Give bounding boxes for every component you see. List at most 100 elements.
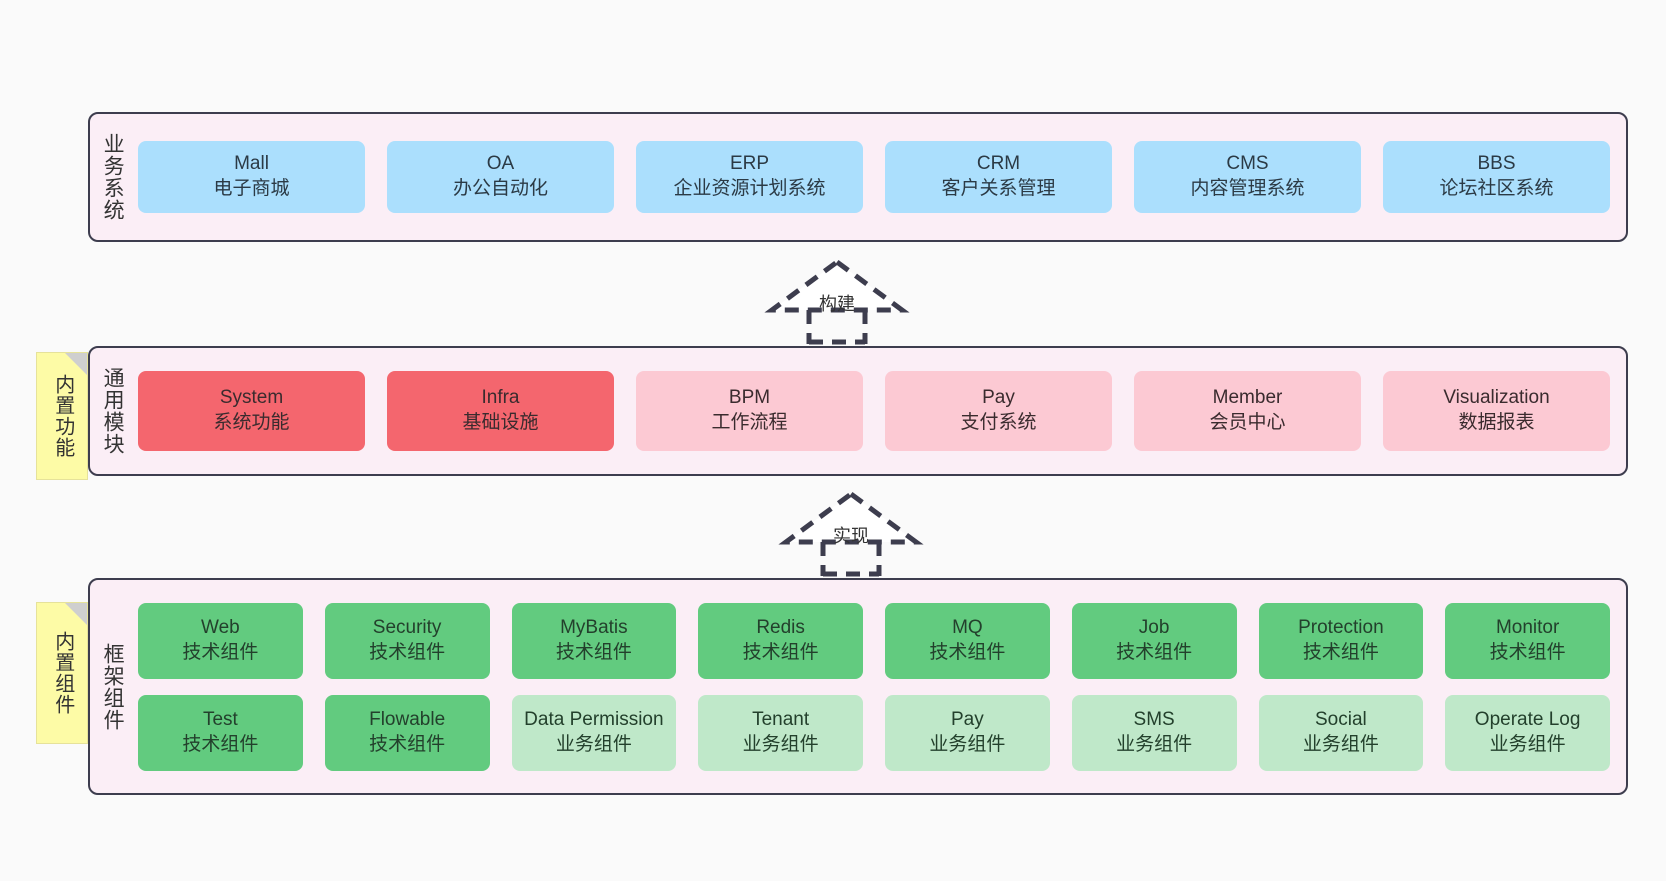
node-web-name: Web	[201, 616, 240, 638]
connector-realize: 实现	[766, 490, 936, 577]
sticky-note-builtin-components: 内置组件	[36, 602, 88, 744]
node-redis-desc: 技术组件	[742, 641, 819, 663]
node-social[interactable]: Social 业务组件	[1258, 694, 1424, 771]
node-system-name: System	[219, 387, 284, 409]
node-mq[interactable]: MQ 技术组件	[885, 602, 1050, 679]
node-web-desc: 技术组件	[182, 641, 259, 663]
layer-framework-components: 框架组件 Web 技术组件 Security 技术组件 MyBatis 技术组件…	[88, 578, 1628, 795]
node-pay-component[interactable]: Pay 业务组件	[885, 694, 1050, 771]
node-operate-log[interactable]: Operate Log 业务组件	[1445, 694, 1610, 771]
layer-framework-components-label: 框架组件	[101, 642, 125, 731]
common-modules-row: System 系统功能 Infra 基础设施 BPM 工作流程 Pay 支付系统…	[138, 371, 1610, 451]
node-sms[interactable]: SMS 业务组件	[1071, 694, 1237, 771]
node-test[interactable]: Test 技术组件	[138, 694, 303, 771]
node-erp[interactable]: ERP 企业资源计划系统	[636, 141, 863, 213]
node-pay-component-desc: 业务组件	[929, 733, 1006, 755]
connector-realize-label: 实现	[833, 526, 869, 546]
node-erp-name: ERP	[729, 153, 770, 175]
layer-common-modules: 通用模块 System 系统功能 Infra 基础设施 BPM 工作流程 Pay	[88, 346, 1628, 476]
node-monitor-name: Monitor	[1495, 616, 1560, 638]
node-tenant-desc: 业务组件	[742, 733, 819, 755]
node-cms[interactable]: CMS 内容管理系统	[1134, 141, 1361, 213]
node-visualization-name: Visualization	[1443, 387, 1550, 409]
layer-framework-components-body: Web 技术组件 Security 技术组件 MyBatis 技术组件 Redi…	[134, 580, 1626, 793]
node-mall-name: Mall	[234, 153, 269, 175]
node-crm-desc: 客户关系管理	[941, 178, 1056, 199]
node-protection-desc: 技术组件	[1302, 641, 1379, 663]
node-member-name: Member	[1212, 387, 1283, 409]
node-security[interactable]: Security 技术组件	[324, 602, 490, 679]
node-data-permission[interactable]: Data Permission 业务组件	[511, 694, 677, 771]
sticky-fold-icon	[65, 353, 87, 375]
node-oa-desc: 办公自动化	[452, 178, 548, 199]
node-infra-desc: 基础设施	[462, 412, 539, 433]
node-test-desc: 技术组件	[182, 733, 259, 755]
node-job[interactable]: Job 技术组件	[1071, 602, 1237, 679]
connector-build: 构建	[752, 258, 922, 345]
generalization-arrowhead-build	[764, 258, 910, 313]
node-job-desc: 技术组件	[1116, 641, 1193, 663]
layer-business-systems-label: 业务系统	[101, 133, 125, 221]
node-protection-name: Protection	[1298, 616, 1384, 638]
node-sms-name: SMS	[1133, 708, 1175, 730]
node-redis[interactable]: Redis 技术组件	[698, 602, 863, 679]
node-protection[interactable]: Protection 技术组件	[1258, 602, 1424, 679]
node-cms-desc: 内容管理系统	[1190, 178, 1305, 199]
node-social-name: Social	[1315, 708, 1367, 730]
node-cms-name: CMS	[1226, 153, 1269, 175]
node-bbs[interactable]: BBS 论坛社区系统	[1383, 141, 1610, 213]
node-mybatis[interactable]: MyBatis 技术组件	[511, 602, 677, 679]
node-visualization-desc: 数据报表	[1458, 412, 1535, 433]
node-pay-module-name: Pay	[982, 387, 1015, 409]
node-test-name: Test	[202, 708, 238, 730]
node-mq-name: MQ	[952, 616, 983, 638]
layer-business-systems-body: Mall 电子商城 OA 办公自动化 ERP 企业资源计划系统 CRM 客户关系…	[134, 114, 1626, 240]
node-mall-desc: 电子商城	[213, 178, 290, 199]
node-infra[interactable]: Infra 基础设施	[387, 371, 614, 451]
node-flowable-desc: 技术组件	[369, 733, 446, 755]
node-security-name: Security	[372, 616, 442, 638]
node-web[interactable]: Web 技术组件	[138, 602, 303, 679]
node-mall[interactable]: Mall 电子商城	[138, 141, 365, 213]
node-redis-name: Redis	[756, 616, 805, 638]
framework-biz-row: Test 技术组件 Flowable 技术组件 Data Permission …	[138, 694, 1610, 771]
sticky-fold-icon	[65, 603, 87, 625]
framework-tech-row: Web 技术组件 Security 技术组件 MyBatis 技术组件 Redi…	[138, 602, 1610, 679]
node-data-permission-desc: 业务组件	[555, 733, 632, 755]
node-security-desc: 技术组件	[369, 641, 446, 663]
node-pay-module[interactable]: Pay 支付系统	[885, 371, 1112, 451]
node-tenant[interactable]: Tenant 业务组件	[698, 694, 863, 771]
node-oa-name: OA	[486, 153, 515, 175]
node-system-desc: 系统功能	[213, 412, 290, 433]
node-pay-component-name: Pay	[951, 708, 984, 730]
layer-common-modules-label: 通用模块	[101, 367, 125, 455]
sticky-note-builtin-features-label: 内置功能	[51, 374, 74, 458]
business-systems-row: Mall 电子商城 OA 办公自动化 ERP 企业资源计划系统 CRM 客户关系…	[138, 141, 1610, 213]
node-member-desc: 会员中心	[1209, 412, 1286, 433]
node-bbs-name: BBS	[1477, 153, 1516, 175]
sticky-note-builtin-features: 内置功能	[36, 352, 88, 480]
node-tenant-name: Tenant	[752, 708, 810, 730]
node-sms-desc: 业务组件	[1116, 733, 1193, 755]
node-bpm-name: BPM	[728, 387, 771, 409]
generalization-arrowhead-realize	[778, 490, 924, 545]
node-visualization[interactable]: Visualization 数据报表	[1383, 371, 1610, 451]
node-system[interactable]: System 系统功能	[138, 371, 365, 451]
node-bbs-desc: 论坛社区系统	[1439, 178, 1554, 199]
node-job-name: Job	[1138, 616, 1170, 638]
node-mq-desc: 技术组件	[929, 641, 1006, 663]
node-monitor-desc: 技术组件	[1489, 641, 1566, 663]
node-monitor[interactable]: Monitor 技术组件	[1445, 602, 1610, 679]
layer-business-systems: 业务系统 Mall 电子商城 OA 办公自动化 ERP 企业资源计划系统 CRM	[88, 112, 1628, 242]
node-oa[interactable]: OA 办公自动化	[387, 141, 614, 213]
node-mybatis-desc: 技术组件	[555, 641, 632, 663]
node-infra-name: Infra	[481, 387, 520, 409]
node-crm[interactable]: CRM 客户关系管理	[885, 141, 1112, 213]
node-member[interactable]: Member 会员中心	[1134, 371, 1361, 451]
sticky-note-builtin-components-label: 内置组件	[51, 631, 74, 715]
node-bpm[interactable]: BPM 工作流程	[636, 371, 863, 451]
node-mybatis-name: MyBatis	[560, 616, 628, 638]
node-flowable[interactable]: Flowable 技术组件	[324, 694, 490, 771]
connector-build-label: 构建	[819, 294, 855, 314]
